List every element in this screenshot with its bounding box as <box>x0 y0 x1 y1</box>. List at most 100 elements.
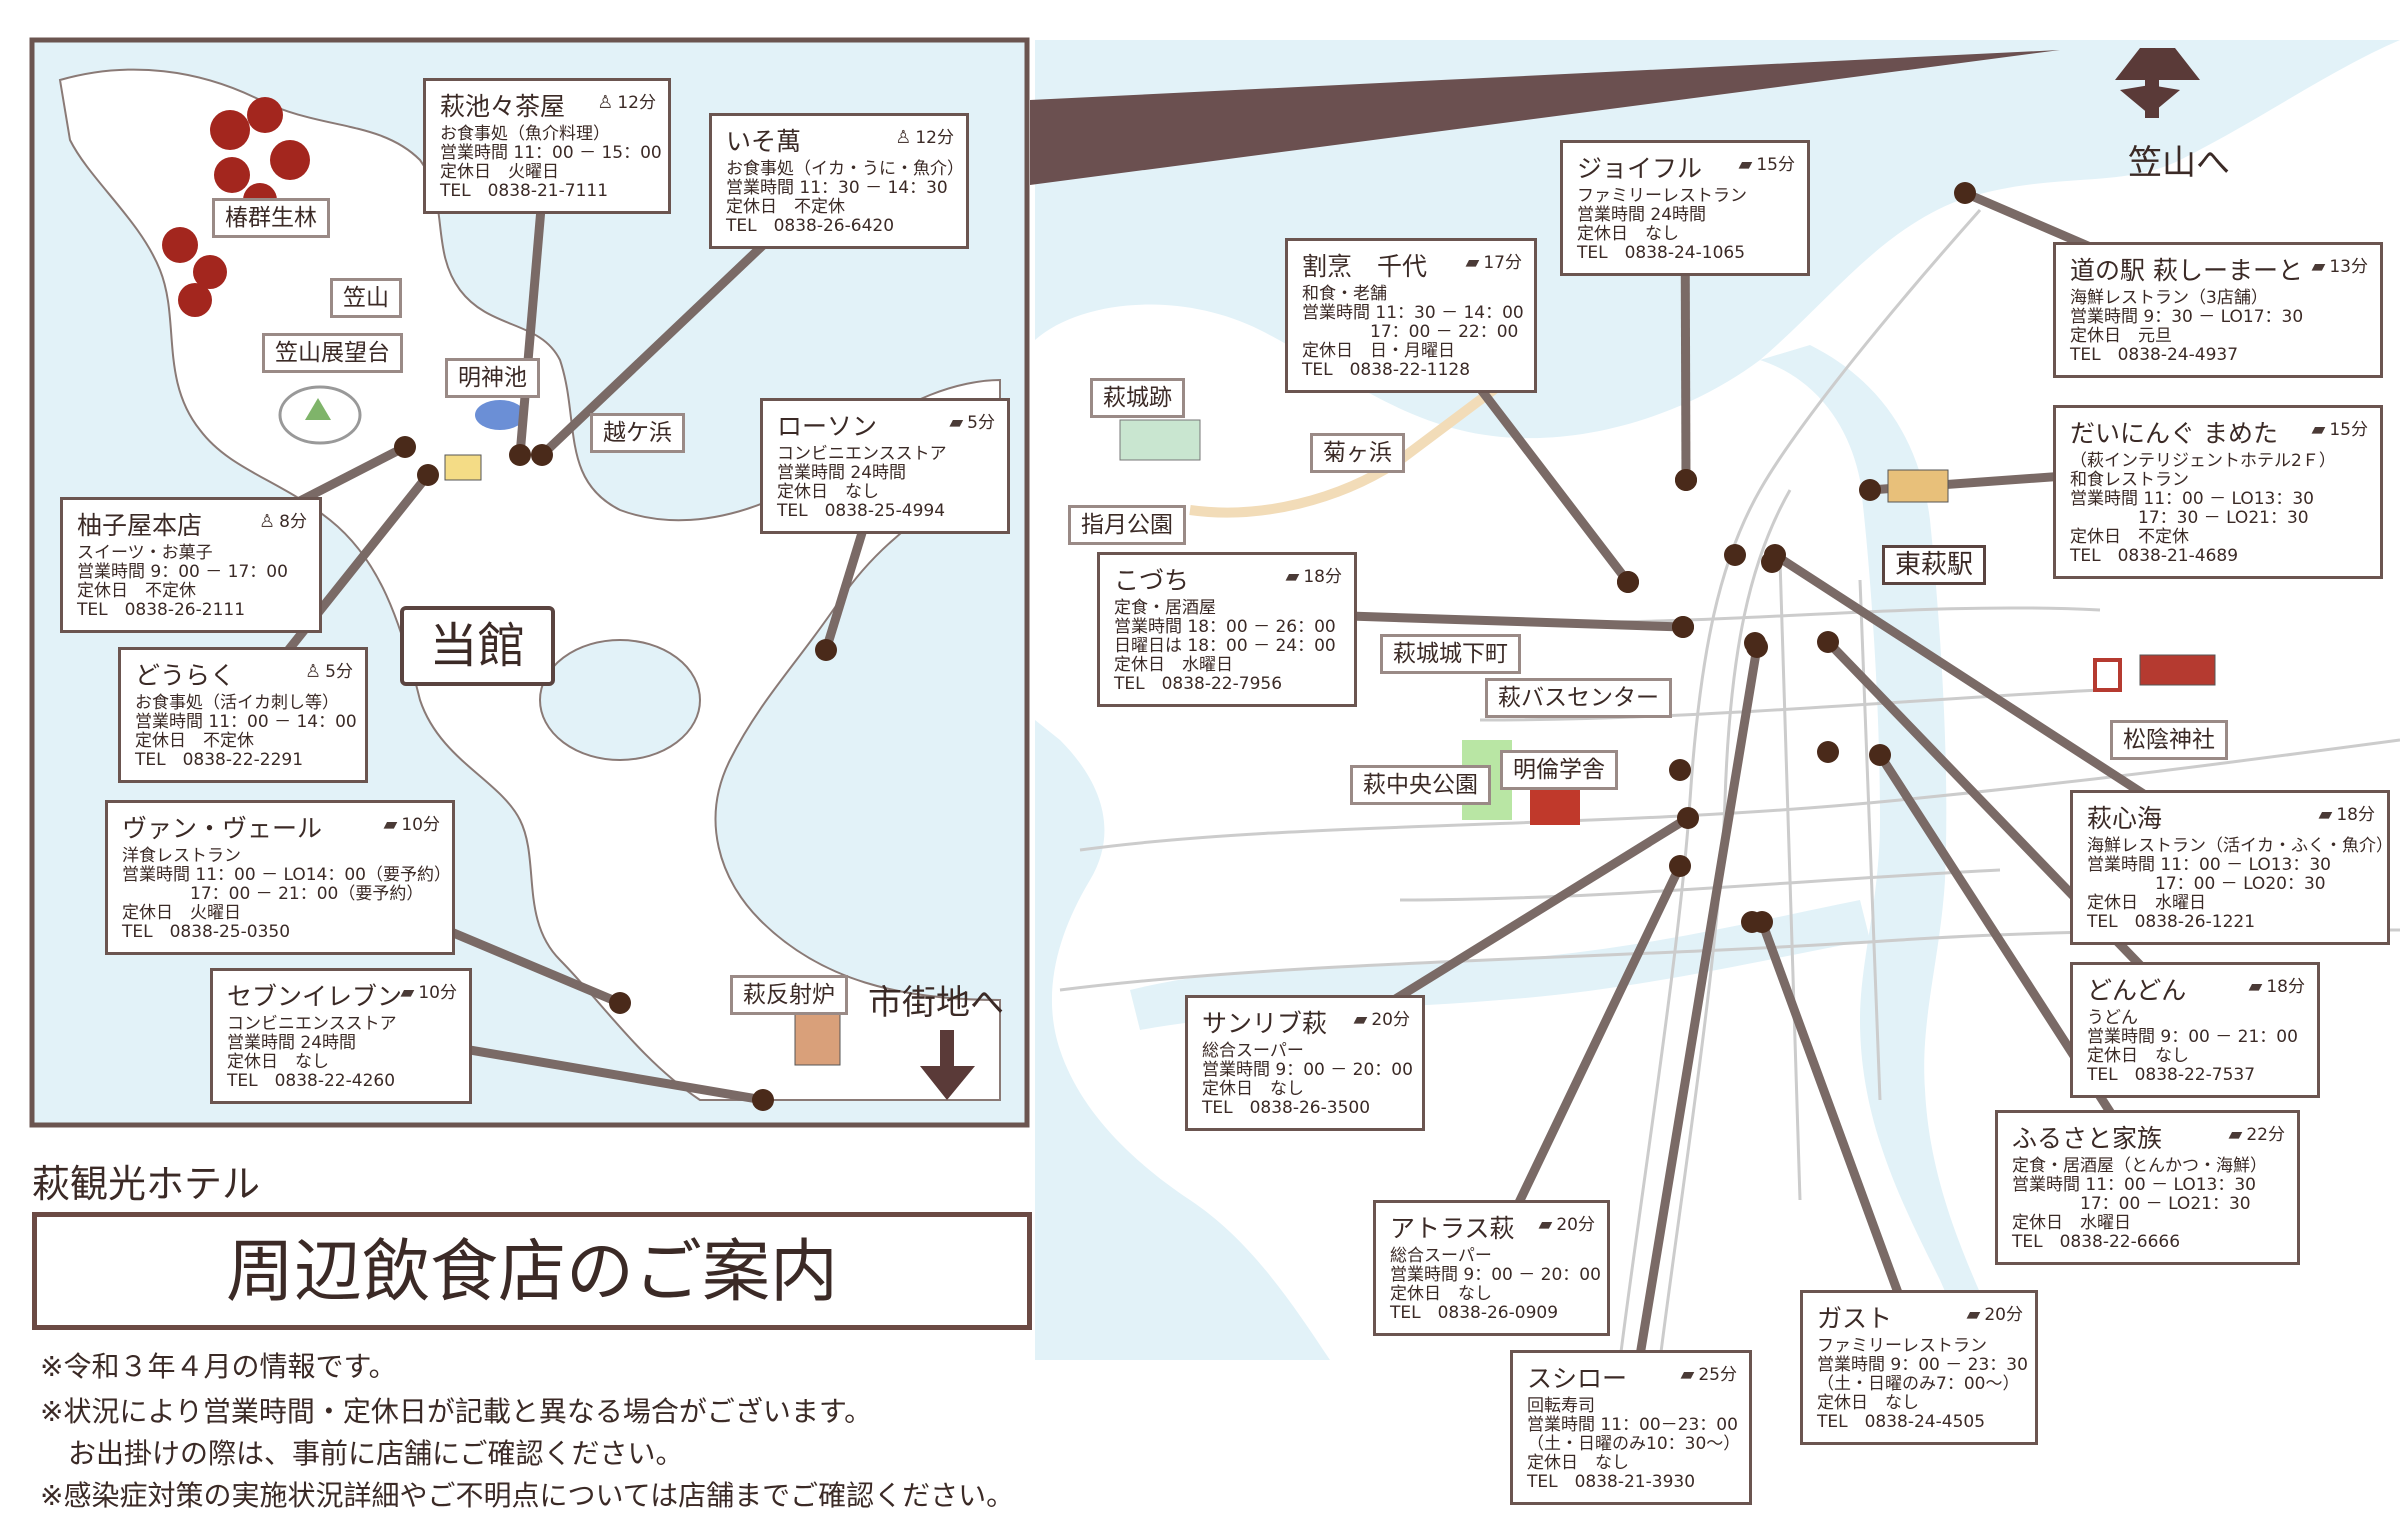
store-info-line: 営業時間 11：30 － 14：00 <box>1302 303 1524 323</box>
store-info-line: 17：00 － 21：00（要予約） <box>122 884 424 904</box>
store-info-line: TEL 0838-26-1221 <box>2087 912 2256 932</box>
store-info-line: 営業時間 11：00 － LO13：30 <box>2012 1175 2256 1195</box>
location-dot <box>1859 479 1881 501</box>
store-name: 道の駅 萩しーまーと <box>2070 256 2303 285</box>
arrow-down-head <box>920 1066 975 1100</box>
direction-city: 市街地へ <box>868 983 1004 1023</box>
location-dot <box>1817 741 1839 763</box>
store-info-line: 17：00 － 22：00 <box>1302 322 1519 342</box>
store-info-line: TEL 0838-22-7537 <box>2087 1065 2256 1085</box>
castle-ruin-icon <box>1119 419 1201 461</box>
car-icon: ▰ <box>949 412 964 433</box>
store-info-line: 定休日 火曜日 <box>440 162 559 182</box>
travel-time-value: 25分 <box>1698 1365 1737 1385</box>
store-info-line: 定休日 水曜日 <box>1114 655 1233 675</box>
store-name: いそ萬 <box>726 127 802 156</box>
travel-time-value: 5分 <box>967 413 995 433</box>
store-info-line: 定休日 なし <box>227 1052 329 1072</box>
location-dot <box>417 464 439 486</box>
store-info-line: 営業時間 24時間 <box>777 463 907 483</box>
store-info-line: TEL 0838-22-2291 <box>135 750 304 770</box>
location-dot <box>394 436 416 458</box>
store-name: 萩池々茶屋 <box>440 92 566 121</box>
store-info-line: TEL 0838-26-6420 <box>726 216 895 236</box>
store-name: ヴァン・ヴェール <box>122 814 323 843</box>
pointer-line <box>1487 864 1685 1262</box>
travel-time-value: 20分 <box>1984 1305 2023 1325</box>
label-myojinike: 明神池 <box>445 358 540 398</box>
store-name: アトラス萩 <box>1390 1214 1515 1243</box>
travel-time: ▰5分 <box>949 413 995 433</box>
store-info-line: TEL 0838-24-4937 <box>2070 345 2239 365</box>
store-info-line: 定休日 日・月曜日 <box>1302 341 1455 361</box>
store-name: ジョイフル <box>1577 154 1703 183</box>
travel-time: ▰15分 <box>2312 420 2368 440</box>
location-dot <box>1761 551 1783 573</box>
location-dot <box>815 639 837 661</box>
note-3: お出掛けの際は、事前に店舗にご確認ください。 <box>40 1437 684 1470</box>
travel-time-value: 12分 <box>617 93 656 113</box>
store-info-line: 定休日 なし <box>1202 1079 1304 1099</box>
location-dot <box>1617 571 1639 593</box>
store-info-line: TEL 0838-25-4994 <box>777 501 946 521</box>
store-info-line: スイーツ・お菓子 <box>77 543 213 563</box>
store-info-line: TEL 0838-26-3500 <box>1202 1098 1371 1118</box>
hotel-name: 萩観光ホテル <box>32 1162 261 1206</box>
label-tsubaki: 椿群生林 <box>212 198 330 238</box>
store-info-line: 海鮮レストラン（3店舗） <box>2070 288 2268 308</box>
store-info-line: コンビニエンスストア <box>227 1014 397 1034</box>
bay <box>539 639 701 761</box>
car-icon: ▰ <box>1353 1009 1368 1030</box>
car-icon: ▰ <box>2311 256 2326 277</box>
store-info-line: 回転寿司 <box>1527 1396 1595 1416</box>
label-castle-town: 萩城城下町 <box>1380 634 1521 674</box>
store-card: 道の駅 萩しーまーと▰13分海鮮レストラン（3店舗）営業時間 9：30 － LO… <box>2053 242 2383 378</box>
travel-time-value: 10分 <box>401 815 440 835</box>
store-info-line: TEL 0838-24-4505 <box>1817 1412 1986 1432</box>
arrow-down-shaft <box>940 1030 954 1070</box>
store-info-line: 定休日 なし <box>1817 1393 1919 1413</box>
store-info-line: 営業時間 24時間 <box>227 1033 357 1053</box>
store-info-line: 営業時間 9：00 － 23：30 <box>1817 1355 2028 1375</box>
store-name: 割烹 千代 <box>1302 252 1428 281</box>
store-info-line: TEL 0838-25-0350 <box>122 922 291 942</box>
car-icon: ▰ <box>383 814 398 835</box>
label-central-park: 萩中央公園 <box>1350 765 1491 805</box>
travel-time-value: 17分 <box>1483 253 1522 273</box>
pointer-line <box>1824 638 2199 1026</box>
store-info-line: お食事処（活イカ刺し等） <box>135 693 339 713</box>
travel-time: ♙5分 <box>305 662 353 682</box>
store-info-line: お食事処（イカ・うに・魚介） <box>726 159 964 179</box>
store-info-line: TEL 0838-26-2111 <box>77 600 246 620</box>
store-info-line: 営業時間 9：00 － 17：00 <box>77 562 288 582</box>
store-info-line: 定休日 不定休 <box>2070 527 2189 547</box>
hotel-building-icon <box>444 454 482 481</box>
travel-time-value: 12分 <box>915 128 954 148</box>
store-info-line: 定食・居酒屋（とんかつ・海鮮） <box>2012 1156 2267 1176</box>
store-card: ヴァン・ヴェール▰10分洋食レストラン営業時間 11：00 － LO14：00（… <box>105 800 455 955</box>
car-icon: ▰ <box>1680 1364 1695 1385</box>
store-info-line: 定休日 水曜日 <box>2087 893 2206 913</box>
store-info-line: 定休日 元旦 <box>2070 326 2172 346</box>
store-info-line: 17：30 － LO21：30 <box>2070 508 2309 528</box>
store-info-line: TEL 0838-21-4689 <box>2070 546 2239 566</box>
store-card: ふるさと家族▰22分定食・居酒屋（とんかつ・海鮮）営業時間 11：00 － LO… <box>1995 1110 2300 1265</box>
store-info-line: 営業時間 11：00－23：00 <box>1527 1415 1738 1435</box>
pointer-lines <box>188 137 2233 1411</box>
store-info-line: TEL 0838-22-4260 <box>227 1071 396 1091</box>
store-card: ガスト▰20分ファミリーレストラン営業時間 9：00 － 23：30（土・日曜の… <box>1800 1290 2038 1445</box>
shrine-icon <box>2139 654 2216 686</box>
travel-time: ♙8分 <box>259 512 307 532</box>
car-icon: ▰ <box>1538 1214 1553 1235</box>
store-info-line: 17：00 － LO21：30 <box>2012 1194 2251 1214</box>
store-info-line: TEL 0838-24-1065 <box>1577 243 1746 263</box>
travel-time-value: 8分 <box>279 512 307 532</box>
myojin-pond <box>475 400 525 430</box>
location-dot <box>1724 544 1746 566</box>
note-1: ※令和３年４月の情報です。 <box>40 1350 397 1383</box>
store-info-line: TEL 0838-21-7111 <box>440 181 609 201</box>
travel-time-value: 22分 <box>2246 1125 2285 1145</box>
